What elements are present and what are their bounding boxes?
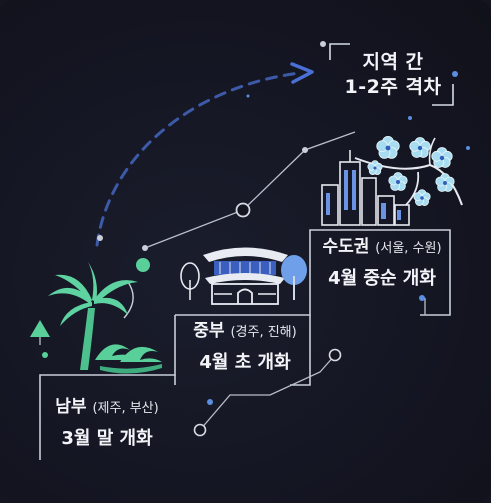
dot — [302, 147, 308, 153]
dot — [246, 94, 250, 98]
wave-icon — [95, 344, 162, 374]
stage-region: 수도권 — [322, 237, 370, 257]
stage-date: 3월 말 개화 — [61, 428, 153, 449]
traditional-gate-icon — [203, 247, 288, 305]
top-note-line2: 1-2주 격차 — [344, 76, 442, 98]
curve — [123, 281, 134, 319]
connector-node — [193, 423, 207, 437]
stage-cities: (경주, 진해) — [230, 325, 297, 340]
stage-cities: (서울, 수원) — [375, 241, 442, 256]
stage-region: 중부 — [193, 321, 225, 341]
cherry-blossom-flower — [431, 147, 453, 168]
dot — [452, 71, 458, 77]
stage-date: 4월 초 개화 — [199, 352, 291, 373]
cherry-blossom-flower — [413, 189, 431, 206]
dot — [408, 116, 412, 120]
cherry-blossom-flower — [435, 173, 455, 192]
stage-region: 남부 — [55, 397, 87, 417]
dot — [42, 352, 48, 358]
green-dot — [136, 258, 150, 272]
building-windows — [326, 170, 401, 220]
dashed-arrow-icon — [95, 62, 314, 247]
city-skyline-icon — [321, 150, 410, 226]
connector-node — [328, 348, 342, 362]
tree-icon — [180, 262, 200, 300]
green-triangle — [30, 320, 50, 337]
dot — [142, 245, 148, 251]
cherry-blossom-flower — [388, 172, 408, 191]
stage-cities: (제주, 부산) — [92, 401, 159, 416]
stage-south-label: 남부 (제주, 부산) 3월 말 개화 — [42, 396, 172, 452]
stage-capital-label: 수도권 (서울, 수원) 4월 중순 개화 — [312, 236, 452, 292]
top-note: 지역 간 1-2주 격차 — [338, 50, 448, 100]
stage-central-label: 중부 (경주, 진해) 4월 초 개화 — [180, 320, 310, 376]
top-note-bracket — [329, 43, 454, 106]
cherry-blossom-flower — [376, 136, 400, 159]
blossom-group — [367, 136, 455, 206]
stair-lines — [39, 229, 451, 460]
dot — [320, 41, 326, 47]
dot — [97, 235, 103, 241]
dot — [207, 399, 213, 405]
cherry-blossom-flower — [409, 137, 431, 158]
dot — [466, 146, 470, 150]
stage-date: 4월 중순 개화 — [328, 268, 436, 289]
top-note-line1: 지역 간 — [362, 51, 424, 73]
dot — [419, 295, 425, 301]
tree-icon — [281, 255, 307, 300]
palm-tree-icon — [48, 262, 138, 370]
cherry-blossom-flower — [367, 160, 383, 176]
connector-node — [235, 202, 251, 218]
